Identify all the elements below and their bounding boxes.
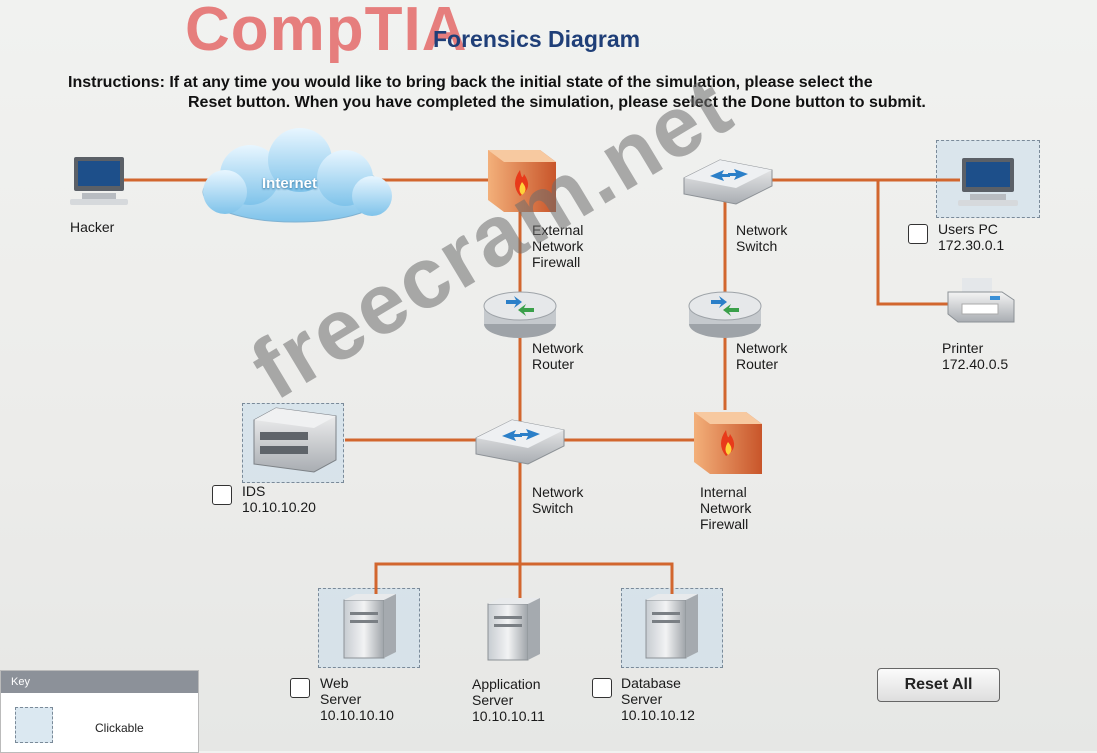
external-firewall-label: External Network Firewall (532, 222, 584, 270)
key-header: Key (1, 671, 198, 693)
web-server-checkbox[interactable] (290, 678, 310, 698)
database-server-icon (645, 594, 698, 659)
instructions-line-2: Reset button. When you have completed th… (188, 94, 926, 111)
key-legend: Key Clickable (0, 670, 199, 753)
instructions: Instructions: If at any time you would l… (68, 73, 1088, 113)
users-pc-label: Users PC 172.30.0.1 (938, 221, 1005, 253)
internal-firewall-icon (694, 412, 762, 474)
comptia-logo: CompTIA (185, 0, 468, 64)
left-router-icon (483, 291, 557, 338)
internal-firewall-label: Internal Network Firewall (700, 484, 752, 532)
hacker-pc-icon (70, 157, 128, 205)
link-switch-printer (876, 180, 950, 306)
clickable-label: Clickable (95, 721, 144, 735)
users-pc-icon (958, 158, 1018, 206)
core-switch-label: Network Switch (532, 484, 584, 516)
link-server-bus (374, 562, 674, 596)
right-router-label: Network Router (736, 340, 788, 372)
internet-label: Internet (262, 175, 318, 192)
left-router-label: Network Router (532, 340, 584, 372)
instructions-line-1: Instructions: If at any time you would l… (68, 74, 873, 91)
network-links (124, 178, 960, 598)
application-server-icon (487, 598, 540, 661)
db-server-label: Database Server 10.10.10.12 (621, 675, 695, 723)
ids-label: IDS 10.10.10.20 (242, 483, 316, 515)
clickable-swatch (15, 707, 53, 743)
right-router-icon (688, 291, 762, 338)
ids-checkbox[interactable] (212, 485, 232, 505)
internet-cloud-icon (202, 128, 392, 223)
page-title: Forensics Diagram (433, 26, 641, 52)
external-firewall-icon (488, 150, 556, 212)
ids-appliance-icon (253, 407, 337, 473)
printer-icon (947, 278, 1015, 323)
users-pc-checkbox[interactable] (908, 224, 928, 244)
printer-label: Printer 172.40.0.5 (942, 340, 1009, 372)
web-server-label: Web Server 10.10.10.10 (320, 675, 394, 723)
core-switch-icon (475, 419, 565, 465)
app-server-label: Application Server 10.10.10.11 (472, 676, 545, 724)
top-switch-label: Network Switch (736, 222, 788, 254)
reset-all-button[interactable]: Reset All (877, 668, 1000, 702)
top-switch-icon (683, 159, 773, 205)
db-server-checkbox[interactable] (592, 678, 612, 698)
web-server-icon (343, 594, 396, 659)
hacker-label: Hacker (70, 219, 115, 235)
